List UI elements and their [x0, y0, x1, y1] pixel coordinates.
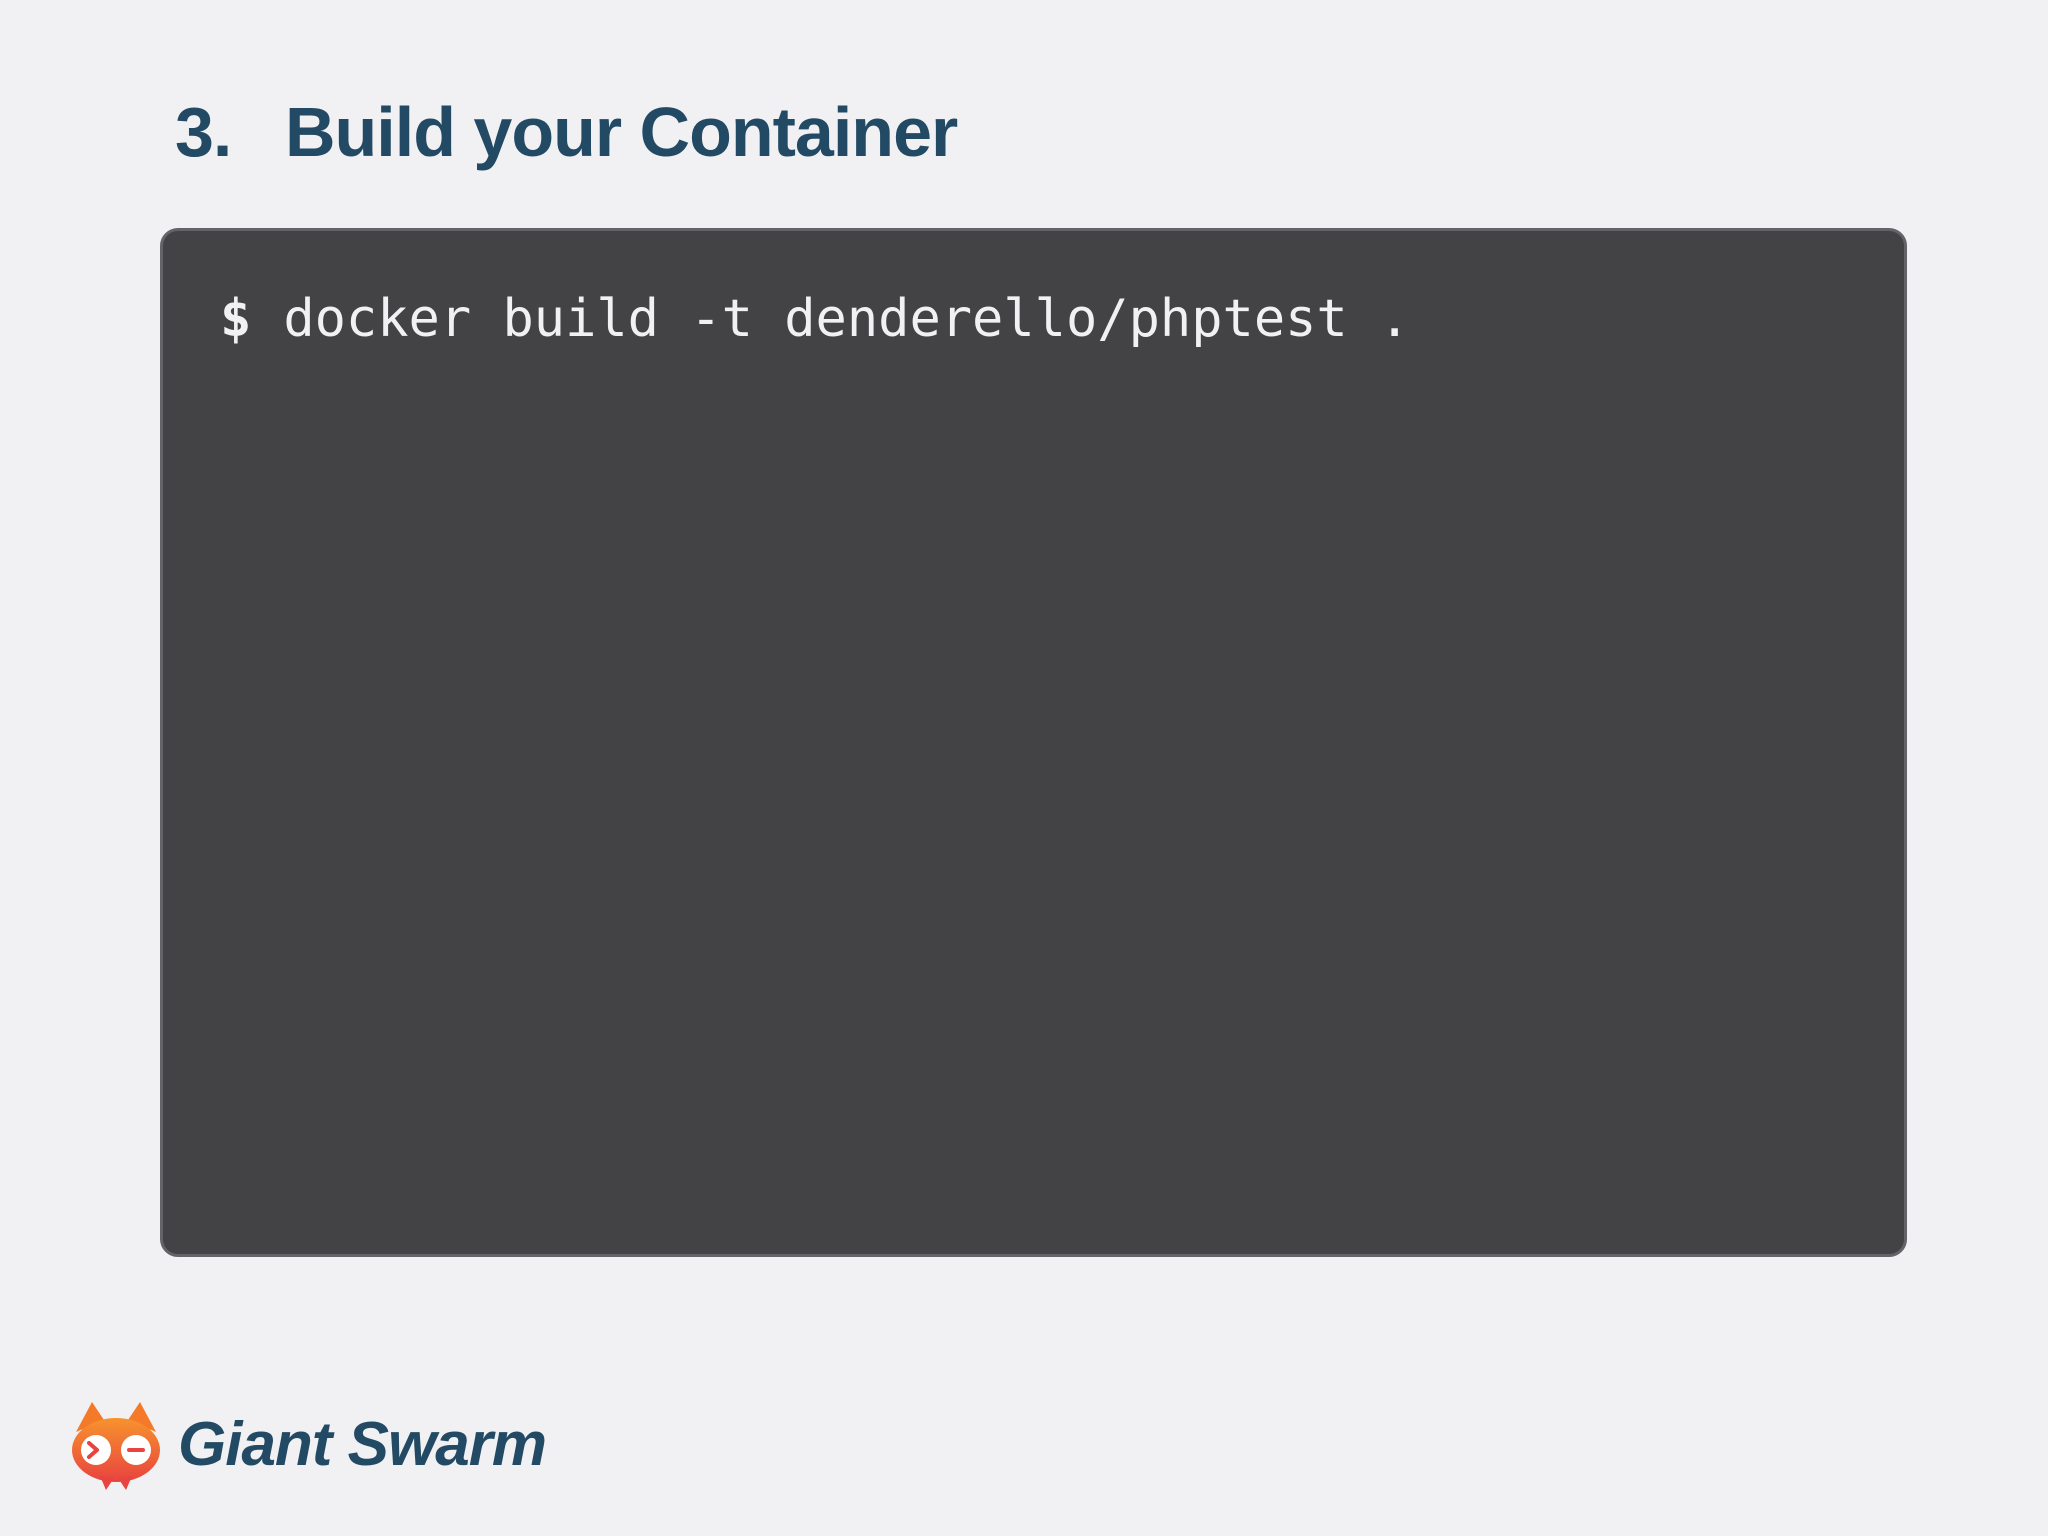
terminal-command-line: $ docker build -t denderello/phptest . — [220, 287, 1410, 351]
slide-title: 3. Build your Container — [175, 84, 958, 180]
brand-footer: Giant Swarm — [66, 1398, 547, 1492]
slide-title-text: Build your Container — [285, 93, 958, 171]
terminal-window: $ docker build -t denderello/phptest . — [160, 228, 1907, 1257]
ant-mascot-icon — [72, 1402, 160, 1490]
brand-name: Giant Swarm — [178, 1410, 547, 1479]
terminal-prompt: $ — [220, 289, 252, 349]
slide-number: 3. — [175, 93, 232, 171]
terminal-command: docker build -t denderello/phptest . — [283, 289, 1411, 349]
